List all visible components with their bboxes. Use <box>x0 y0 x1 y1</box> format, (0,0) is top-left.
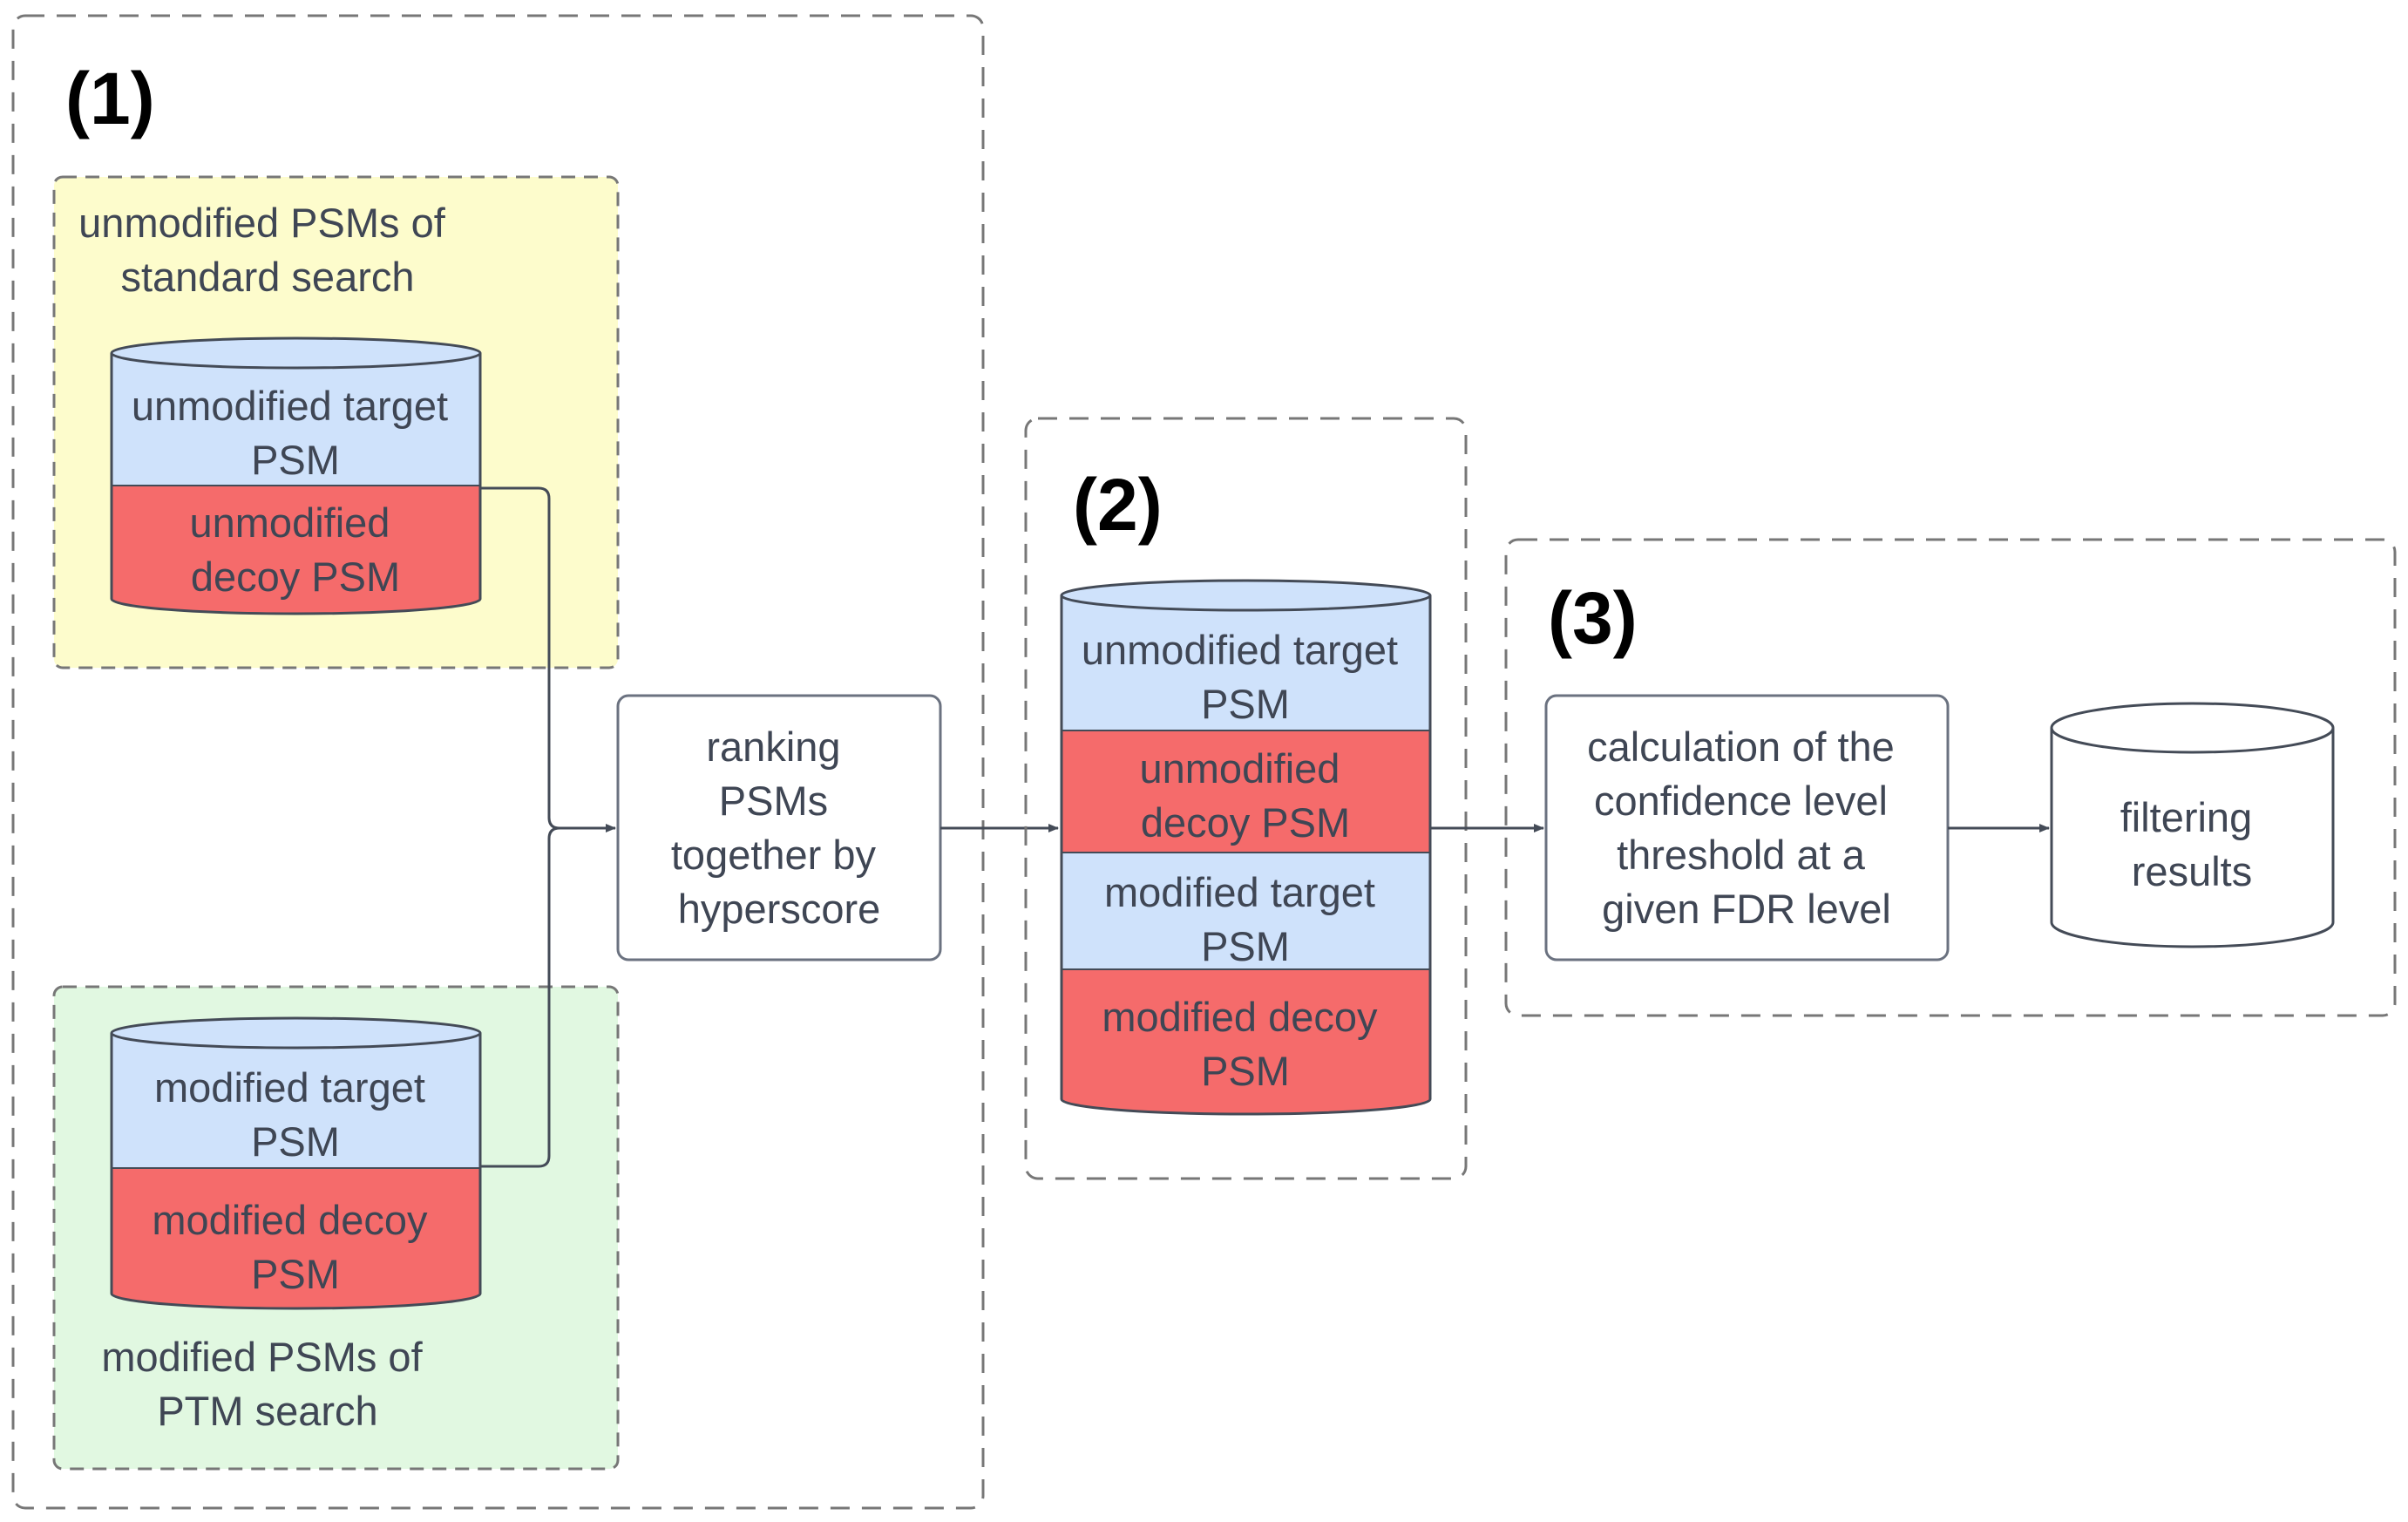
label-line-1: calculation of the <box>1587 724 1895 770</box>
cylinder-bottom <box>1060 1098 1432 1116</box>
segment-unmodified-decoy <box>1062 730 1430 853</box>
label-line-2: PSM <box>1201 1048 1290 1094</box>
label-line-2: decoy PSM <box>191 554 400 600</box>
cylinder-target-segment <box>112 353 480 486</box>
ptm-search-cylinder: modified target PSM modified decoy PSM <box>110 1016 482 1310</box>
label-line-2: results <box>2132 848 2252 894</box>
standard-group-title-line-2: standard search <box>120 254 414 300</box>
combined-unmodified-target-label: unmodified target PSM <box>1082 627 1409 727</box>
label-line-2: PSM <box>251 1251 340 1297</box>
label-line-2: decoy PSM <box>1141 799 1350 846</box>
label-line-1: modified decoy <box>1102 994 1378 1040</box>
cylinder-top <box>110 1016 482 1050</box>
panel-1-frame <box>11 14 985 1510</box>
label-line-2: PSM <box>1201 923 1290 969</box>
panel-2-label: (2) <box>1073 464 1163 546</box>
label-line-1: ranking <box>706 724 840 770</box>
label-line-1: filtering <box>2120 794 2253 840</box>
standard-group-title-line-1: unmodified PSMs of <box>78 200 446 246</box>
panel-2-frame <box>1024 417 1468 1180</box>
label-line-2: PSM <box>251 437 340 483</box>
ptm-group-title-line-1: modified PSMs of <box>101 1334 423 1380</box>
ptm-group-title-line-2: PTM search <box>157 1388 377 1434</box>
cylinder-body <box>2050 728 2335 948</box>
panel-3-label: (3) <box>1548 577 1638 659</box>
calculation-box-label: calculation of the confidence level thre… <box>1587 724 1906 932</box>
unmodified-decoy-label: unmodified decoy PSM <box>190 499 402 600</box>
connector-ptm-to-ranking <box>480 826 560 1168</box>
combined-modified-decoy-label: modified decoy PSM <box>1102 994 1388 1094</box>
label-line-2: confidence level <box>1594 778 1888 824</box>
combined-unmodified-decoy-label: unmodified decoy PSM <box>1140 745 1352 846</box>
standard-group-title: unmodified PSMs of standard search <box>78 200 457 300</box>
panel-1-label: (1) <box>65 58 155 139</box>
standard-search-cylinder: unmodified target PSM unmodified decoy P… <box>110 336 482 615</box>
filtering-results-cylinder: filtering results <box>2050 702 2335 948</box>
label-line-2: PSM <box>1201 681 1290 727</box>
label-line-1: unmodified <box>1140 745 1340 792</box>
label-line-2: PSMs <box>719 778 828 824</box>
ranking-box-label: ranking PSMs together by hyperscore <box>671 724 887 932</box>
cylinder-top <box>110 336 482 370</box>
label-line-1: modified decoy <box>152 1197 428 1243</box>
combined-cylinder: unmodified target PSM unmodified decoy P… <box>1060 579 1432 1116</box>
label-line-3: threshold at a <box>1617 832 1866 878</box>
cylinder-target-segment <box>112 1033 480 1168</box>
unmodified-target-label: unmodified target PSM <box>132 383 459 483</box>
label-line-3: together by <box>671 832 877 878</box>
label-line-2: PSM <box>251 1118 340 1165</box>
label-line-1: unmodified target <box>132 383 448 429</box>
cylinder-bottom <box>110 1293 482 1310</box>
label-line-1: modified target <box>1104 869 1375 915</box>
label-line-1: unmodified <box>190 499 390 546</box>
cylinder-top <box>2050 702 2335 754</box>
label-line-4: hyperscore <box>678 886 881 932</box>
panel-3-frame <box>1504 538 2397 1017</box>
label-line-4: given FDR level <box>1602 886 1891 932</box>
cylinder-top <box>1060 579 1432 612</box>
ptm-group-title: modified PSMs of PTM search <box>101 1334 433 1434</box>
segment-unmodified-target <box>1062 595 1430 730</box>
cylinder-bottom <box>110 598 482 615</box>
combined-modified-target-label: modified target PSM <box>1104 869 1387 969</box>
label-line-1: unmodified target <box>1082 627 1398 673</box>
segment-modified-target <box>1062 853 1430 969</box>
label-line-1: modified target <box>154 1064 425 1111</box>
modified-target-label: modified target PSM <box>154 1064 437 1165</box>
cylinder-decoy-segment <box>112 1168 480 1294</box>
cylinder-decoy-segment <box>112 486 480 599</box>
segment-modified-decoy <box>1062 969 1430 1099</box>
filtering-results-label: filtering results <box>2120 794 2264 894</box>
modified-decoy-label: modified decoy PSM <box>152 1197 438 1297</box>
